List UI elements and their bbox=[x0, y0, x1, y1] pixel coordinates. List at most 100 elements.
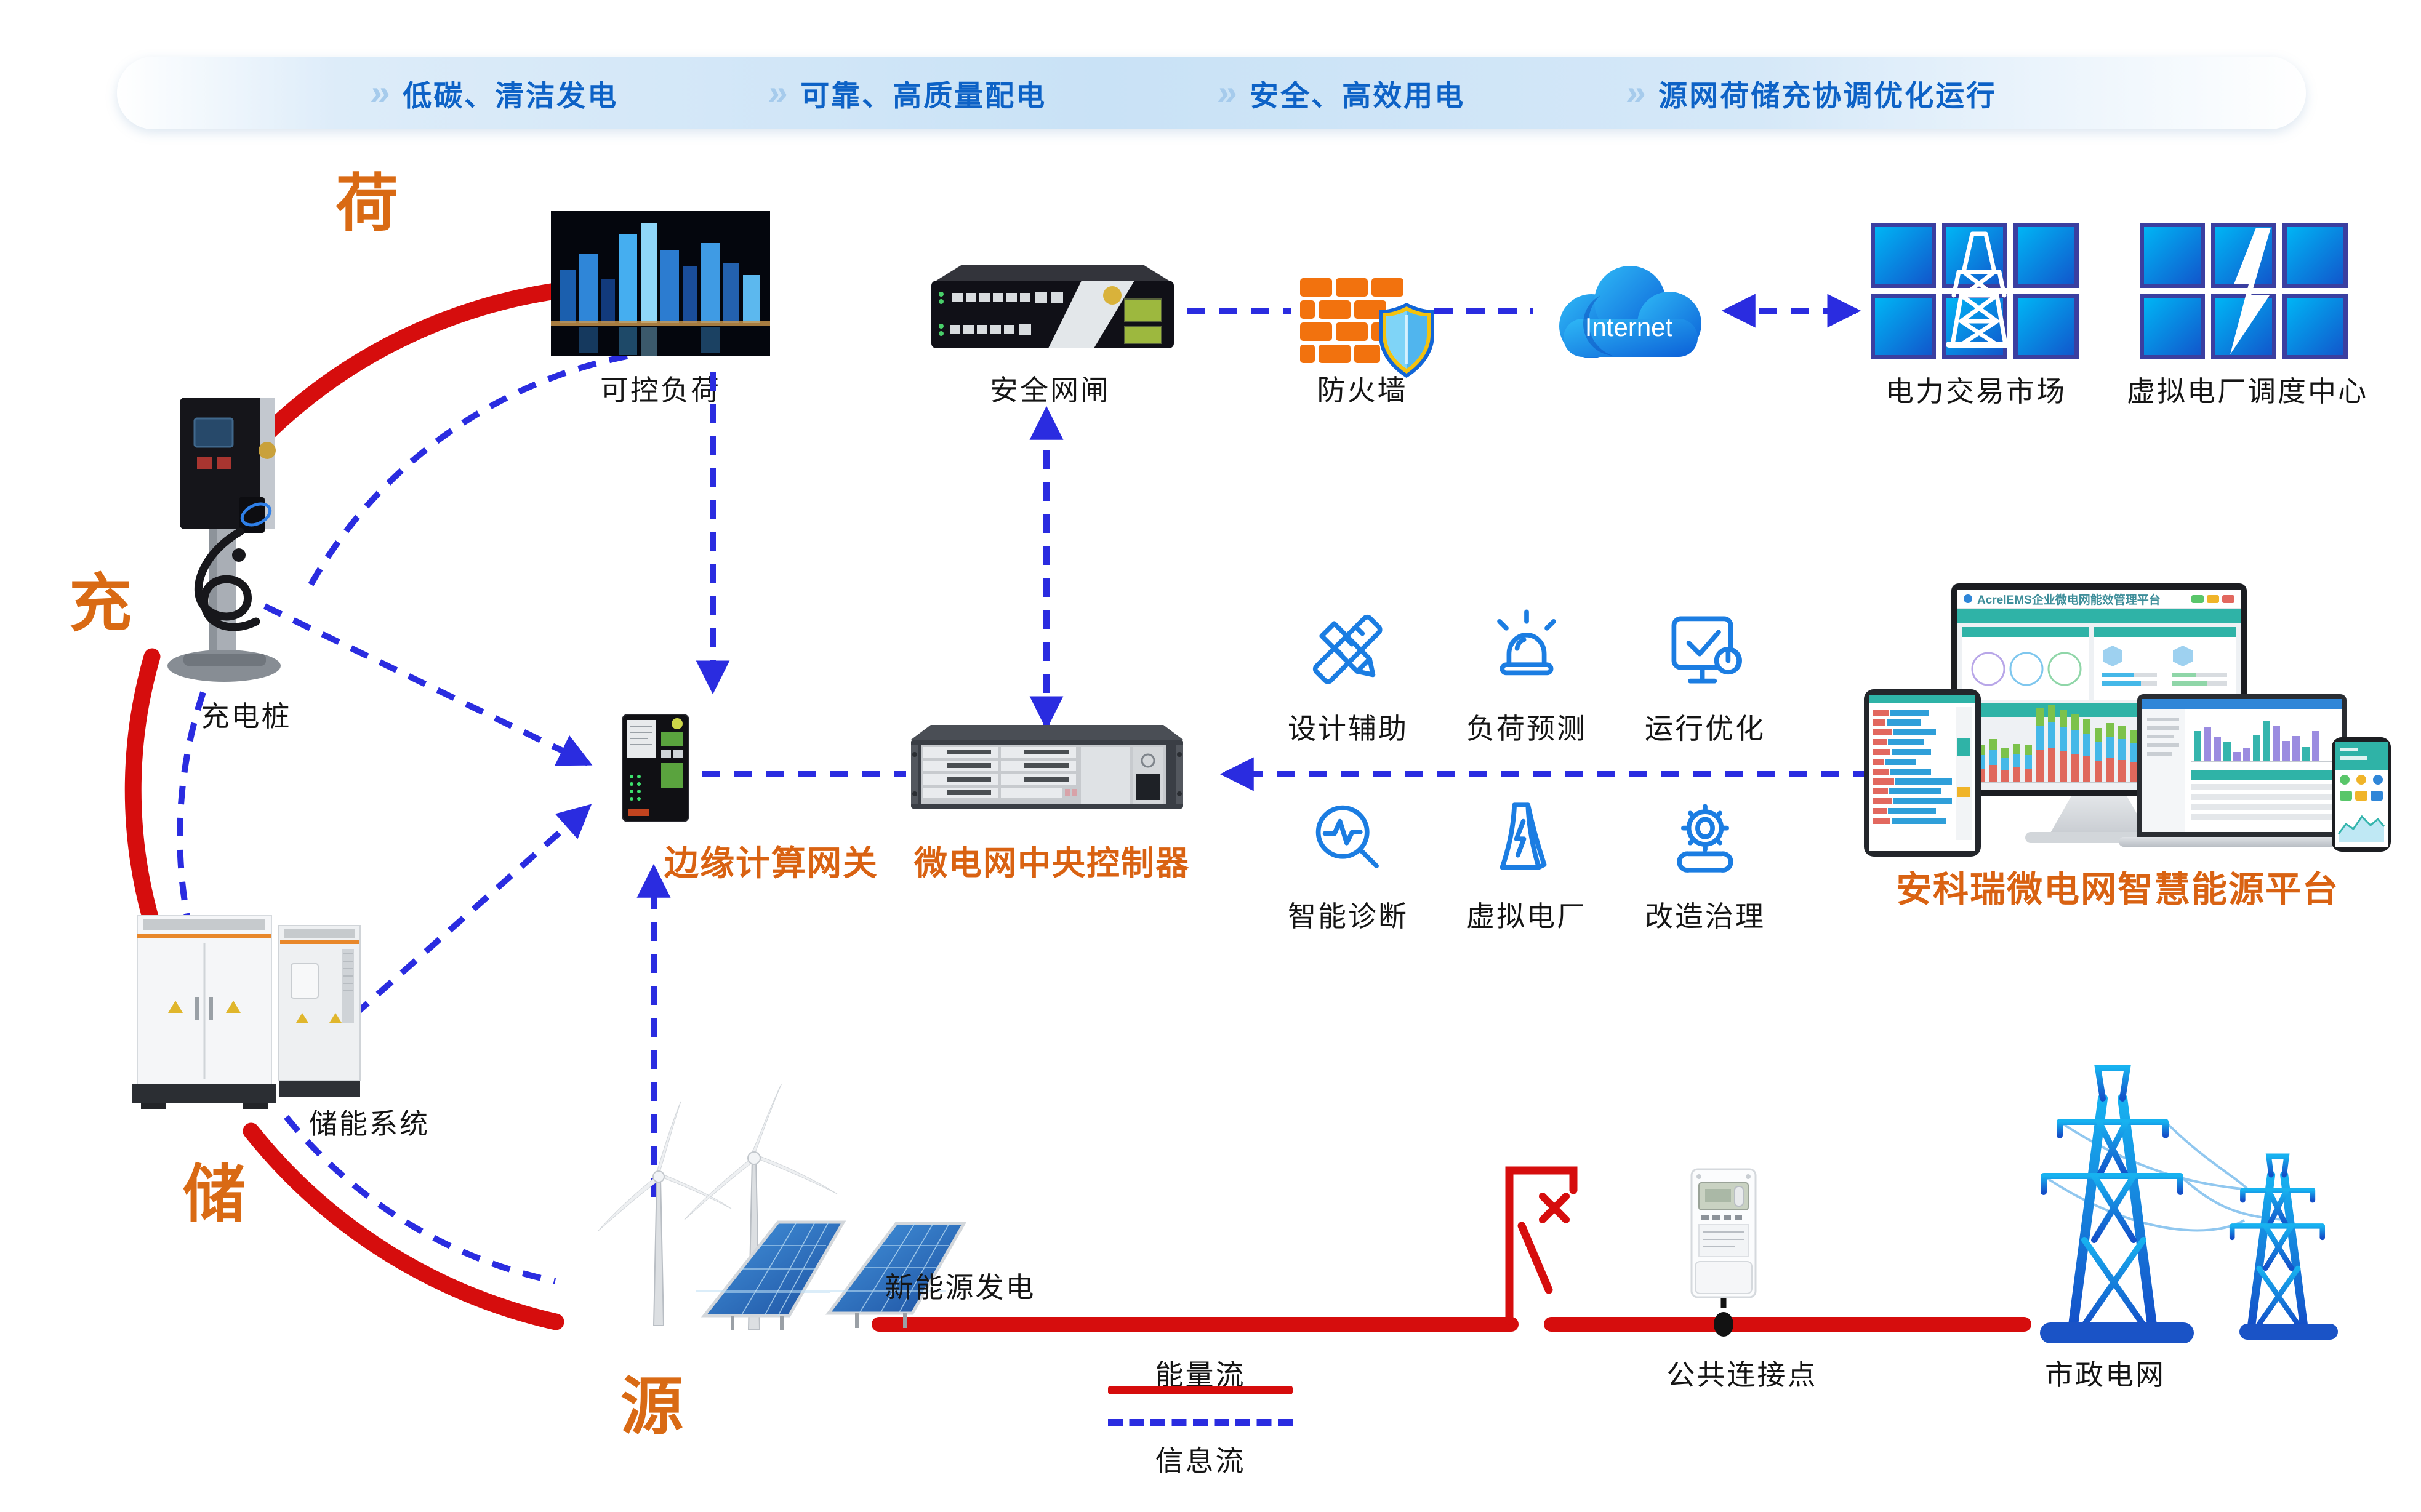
platform-tablet bbox=[1864, 689, 1981, 857]
tablet-screen bbox=[1869, 695, 1975, 851]
rack-controller-device bbox=[911, 725, 1183, 809]
vpp-center-tiles bbox=[2140, 223, 2348, 359]
function-virtual-power-plant: 虚拟电厂 bbox=[1447, 797, 1607, 935]
solar-panels bbox=[696, 1195, 973, 1340]
info-flow-lines bbox=[177, 294, 1871, 1284]
trading-market-tiles bbox=[1871, 223, 2079, 359]
function-label: 负荷预测 bbox=[1466, 713, 1587, 745]
wind-turbines bbox=[566, 1080, 862, 1337]
ev-charger-image bbox=[167, 398, 281, 682]
energy-arc-charge-storage bbox=[124, 648, 161, 926]
banner-item-1: » 低碳、清洁发电 bbox=[368, 57, 618, 129]
brick-wall-shield-icon bbox=[1300, 278, 1434, 378]
edge-gateway-node bbox=[620, 713, 691, 826]
banner-item-label: 源网荷储充协调优化运行 bbox=[1658, 79, 1997, 112]
legend-info-flow-line bbox=[1108, 1419, 1293, 1426]
platform-label: 安科瑞微电网智慧能源平台 bbox=[1896, 870, 2340, 910]
platform-phone bbox=[2332, 737, 2391, 852]
pcc-meter-node bbox=[1689, 1168, 1758, 1302]
battery-cabinets-image bbox=[132, 915, 361, 1109]
pcc-tap bbox=[1714, 1297, 1733, 1337]
charging-pile-label: 充电桩 bbox=[201, 700, 292, 732]
storage-system-node bbox=[126, 905, 369, 1114]
monitor-app-title: AcrelEMS企业微电网能效管理平台 bbox=[1977, 593, 2161, 607]
network-isolation-device bbox=[931, 265, 1174, 348]
city-night-image bbox=[551, 211, 770, 356]
gear-wrench-icon bbox=[1677, 804, 1733, 873]
wind-turbine-image bbox=[598, 1080, 838, 1330]
zone-source: 源 bbox=[620, 1372, 683, 1442]
turbine-1 bbox=[598, 1101, 732, 1326]
energy-arc-storage-source bbox=[243, 1122, 564, 1330]
tile bbox=[1871, 223, 1936, 288]
panel-1 bbox=[701, 1220, 846, 1330]
solar-panel-image bbox=[696, 1220, 967, 1330]
magnifier-pulse-icon bbox=[1315, 805, 1379, 869]
zone-load: 荷 bbox=[335, 169, 398, 239]
internet-label: Internet bbox=[1585, 313, 1673, 342]
municipal-grid-label: 市政电网 bbox=[2045, 1359, 2166, 1391]
function-label: 虚拟电厂 bbox=[1466, 900, 1587, 932]
monitor-top-bar: AcrelEMS企业微电网能效管理平台 bbox=[1957, 590, 2241, 609]
info-charger-to-gateway bbox=[263, 603, 593, 766]
alarm-beacon-icon bbox=[1497, 609, 1556, 676]
function-label: 改造治理 bbox=[1645, 900, 1765, 932]
storage-system-label: 储能系统 bbox=[309, 1108, 430, 1140]
security-gateway-node bbox=[926, 263, 1179, 360]
new-energy-label: 新能源发电 bbox=[885, 1271, 1036, 1303]
tile bbox=[2282, 294, 2348, 359]
lightning-bolt-icon bbox=[2230, 228, 2271, 354]
function-load-forecast: 负荷预测 bbox=[1447, 609, 1607, 747]
info-arc-load bbox=[308, 351, 641, 586]
phone-app-graphic bbox=[2335, 742, 2388, 847]
disconnect-switch-icon bbox=[1505, 1166, 1578, 1325]
banner-item-4: » 源网荷储充协调优化运行 bbox=[1624, 57, 1997, 129]
function-label: 运行优化 bbox=[1645, 713, 1765, 745]
function-operation-optimization: 运行优化 bbox=[1625, 609, 1785, 747]
cooling-tower-bolt-icon bbox=[1500, 802, 1547, 870]
banner-item-label: 可靠、高质量配电 bbox=[800, 79, 1047, 112]
charging-pile-node bbox=[148, 394, 303, 692]
laptop-dashboard-graphic bbox=[2142, 699, 2342, 832]
laptop-bar-chart-decoration bbox=[2191, 721, 2334, 762]
top-banner: » 低碳、清洁发电 » 可靠、高质量配电 » 安全、高效用电 » 源网荷储充协调… bbox=[117, 57, 2306, 129]
security-gateway-label: 安全网闸 bbox=[990, 374, 1110, 406]
function-label: 智能诊断 bbox=[1288, 900, 1408, 932]
info-arc-charge-storage bbox=[177, 691, 206, 921]
legend-energy-flow-label: 能量流 bbox=[1155, 1359, 1246, 1391]
ruler-pencil-icon bbox=[1312, 614, 1383, 684]
laptop-screen bbox=[2142, 699, 2342, 832]
tile bbox=[1871, 294, 1936, 359]
function-design-assist: 设计辅助 bbox=[1268, 609, 1428, 747]
firewall-node bbox=[1300, 278, 1435, 389]
zone-storage: 储 bbox=[183, 1159, 246, 1230]
tile bbox=[2140, 223, 2205, 288]
edge-gateway-label: 边缘计算网关 bbox=[664, 844, 878, 882]
info-storage-to-gateway bbox=[351, 804, 592, 1018]
banner-item-3: » 安全、高效用电 bbox=[1215, 57, 1466, 129]
tile bbox=[2013, 223, 2079, 288]
function-label: 设计辅助 bbox=[1288, 713, 1408, 745]
transmission-towers-icon bbox=[2040, 1065, 2338, 1343]
central-controller-node bbox=[911, 725, 1183, 825]
pcc-label: 公共连接点 bbox=[1666, 1359, 1818, 1391]
monitor-check-icon bbox=[1671, 616, 1742, 684]
tablet-chart-graphic bbox=[1869, 695, 1975, 851]
internet-node: Internet bbox=[1539, 257, 1717, 371]
notification-badges bbox=[2191, 594, 2234, 603]
app-logo-icon bbox=[1964, 594, 1972, 603]
firewall-label: 防火墙 bbox=[1317, 374, 1408, 406]
banner-item-label: 安全、高效用电 bbox=[1250, 79, 1466, 112]
energy-bus bbox=[872, 1166, 2031, 1332]
platform-laptop bbox=[2137, 694, 2347, 837]
function-intelligent-diagnosis: 智能诊断 bbox=[1268, 797, 1428, 935]
trading-market-label: 电力交易市场 bbox=[1885, 375, 2066, 407]
zone-charge: 充 bbox=[69, 569, 132, 639]
transmission-tower-icon bbox=[1946, 231, 2012, 348]
tile bbox=[2282, 223, 2348, 288]
municipal-grid-node bbox=[2001, 1055, 2345, 1354]
energy-meter-image bbox=[1690, 1168, 1757, 1298]
info-arc-storage-source bbox=[284, 1114, 556, 1284]
cloud-icon: Internet bbox=[1559, 266, 1701, 358]
